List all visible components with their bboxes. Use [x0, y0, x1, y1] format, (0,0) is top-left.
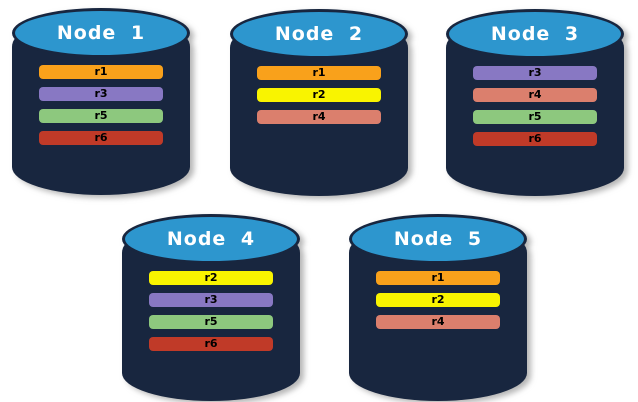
node-2-replica-list: r1 r2 r4: [230, 66, 408, 132]
node-5: Node 5 r1 r2 r4: [349, 214, 527, 401]
replica-label: r6: [528, 132, 542, 145]
node-1-cylinder-top: Node 1: [12, 8, 190, 58]
node-5-cylinder-top: Node 5: [349, 214, 527, 264]
replica-bar-r5: r5: [149, 315, 273, 329]
node-1: Node 1 r1 r3 r5 r6: [12, 8, 190, 195]
replica-label: r6: [204, 337, 218, 350]
node-4: Node 4 r2 r3 r5 r6: [122, 214, 300, 401]
replica-label: r1: [312, 66, 326, 79]
replica-bar-r5: r5: [473, 110, 597, 124]
replica-label: r5: [204, 315, 218, 328]
replica-label: r1: [94, 65, 108, 78]
replica-label: r3: [528, 66, 542, 79]
replica-label: r5: [528, 110, 542, 123]
node-4-replica-list: r2 r3 r5 r6: [122, 271, 300, 359]
node-1-title: Node 1: [56, 22, 146, 44]
replica-label: r6: [94, 131, 108, 144]
replica-bar-r1: r1: [376, 271, 500, 285]
replica-bar-r2: r2: [376, 293, 500, 307]
node-4-cylinder-top: Node 4: [122, 214, 300, 264]
replica-label: r4: [528, 88, 542, 101]
node-3-title: Node 3: [490, 23, 580, 45]
replica-bar-r6: r6: [149, 337, 273, 351]
node-3-replica-list: r3 r4 r5 r6: [446, 66, 624, 154]
node-2-title: Node 2: [274, 23, 364, 45]
replica-label: r1: [431, 271, 445, 284]
replica-bar-r5: r5: [39, 109, 163, 123]
replica-bar-r4: r4: [376, 315, 500, 329]
node-3-cylinder-top: Node 3: [446, 9, 624, 59]
replica-bar-r3: r3: [149, 293, 273, 307]
replica-label: r5: [94, 109, 108, 122]
replica-label: r4: [431, 315, 445, 328]
replica-label: r3: [94, 87, 108, 100]
replica-bar-r1: r1: [39, 65, 163, 79]
replica-label: r2: [312, 88, 326, 101]
replica-bar-r3: r3: [39, 87, 163, 101]
node-4-title: Node 4: [166, 228, 256, 250]
node-1-replica-list: r1 r3 r5 r6: [12, 65, 190, 153]
replica-bar-r6: r6: [39, 131, 163, 145]
replica-label: r2: [431, 293, 445, 306]
node-5-title: Node 5: [393, 228, 483, 250]
node-2-cylinder-top: Node 2: [230, 9, 408, 59]
node-3: Node 3 r3 r4 r5 r6: [446, 9, 624, 196]
replica-label: r3: [204, 293, 218, 306]
replica-bar-r4: r4: [473, 88, 597, 102]
replica-bar-r2: r2: [149, 271, 273, 285]
node-5-replica-list: r1 r2 r4: [349, 271, 527, 337]
replica-label: r4: [312, 110, 326, 123]
replica-bar-r2: r2: [257, 88, 381, 102]
replica-label: r2: [204, 271, 218, 284]
replica-bar-r4: r4: [257, 110, 381, 124]
replica-bar-r6: r6: [473, 132, 597, 146]
replica-bar-r3: r3: [473, 66, 597, 80]
node-2: Node 2 r1 r2 r4: [230, 9, 408, 196]
replica-bar-r1: r1: [257, 66, 381, 80]
